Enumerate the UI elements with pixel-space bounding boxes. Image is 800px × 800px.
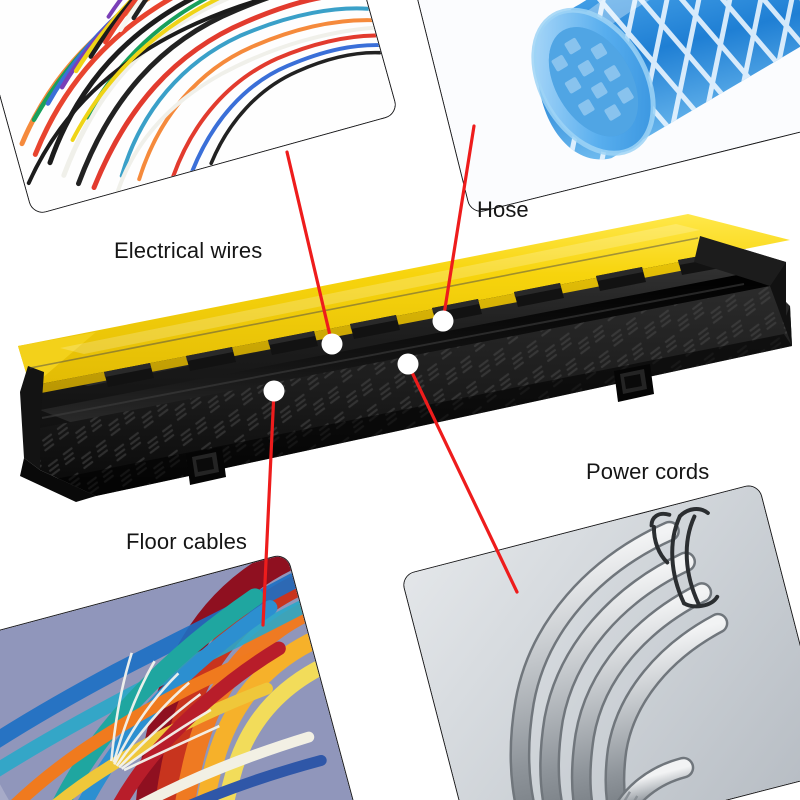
floor-cables-illustration — [0, 552, 359, 800]
photo-panel-hose — [400, 0, 800, 215]
photo-panel-floor-cables — [0, 552, 361, 800]
photo-power-cords — [401, 483, 800, 800]
label-power-cords: Power cords — [586, 459, 710, 484]
electrical-wires-illustration — [0, 0, 398, 215]
photo-panel-power-cords — [400, 482, 800, 800]
label-hose: Hose — [477, 197, 529, 222]
photo-floor-cables — [0, 552, 359, 800]
label-electrical-wires: Electrical wires — [114, 238, 263, 263]
label-floor-cables: Floor cables — [126, 529, 248, 554]
photo-hose — [401, 0, 800, 214]
power-cords-illustration — [401, 483, 800, 800]
photo-electrical-wires — [0, 0, 398, 215]
photo-panel-electrical-wires — [0, 0, 399, 216]
hose-illustration — [401, 0, 800, 214]
